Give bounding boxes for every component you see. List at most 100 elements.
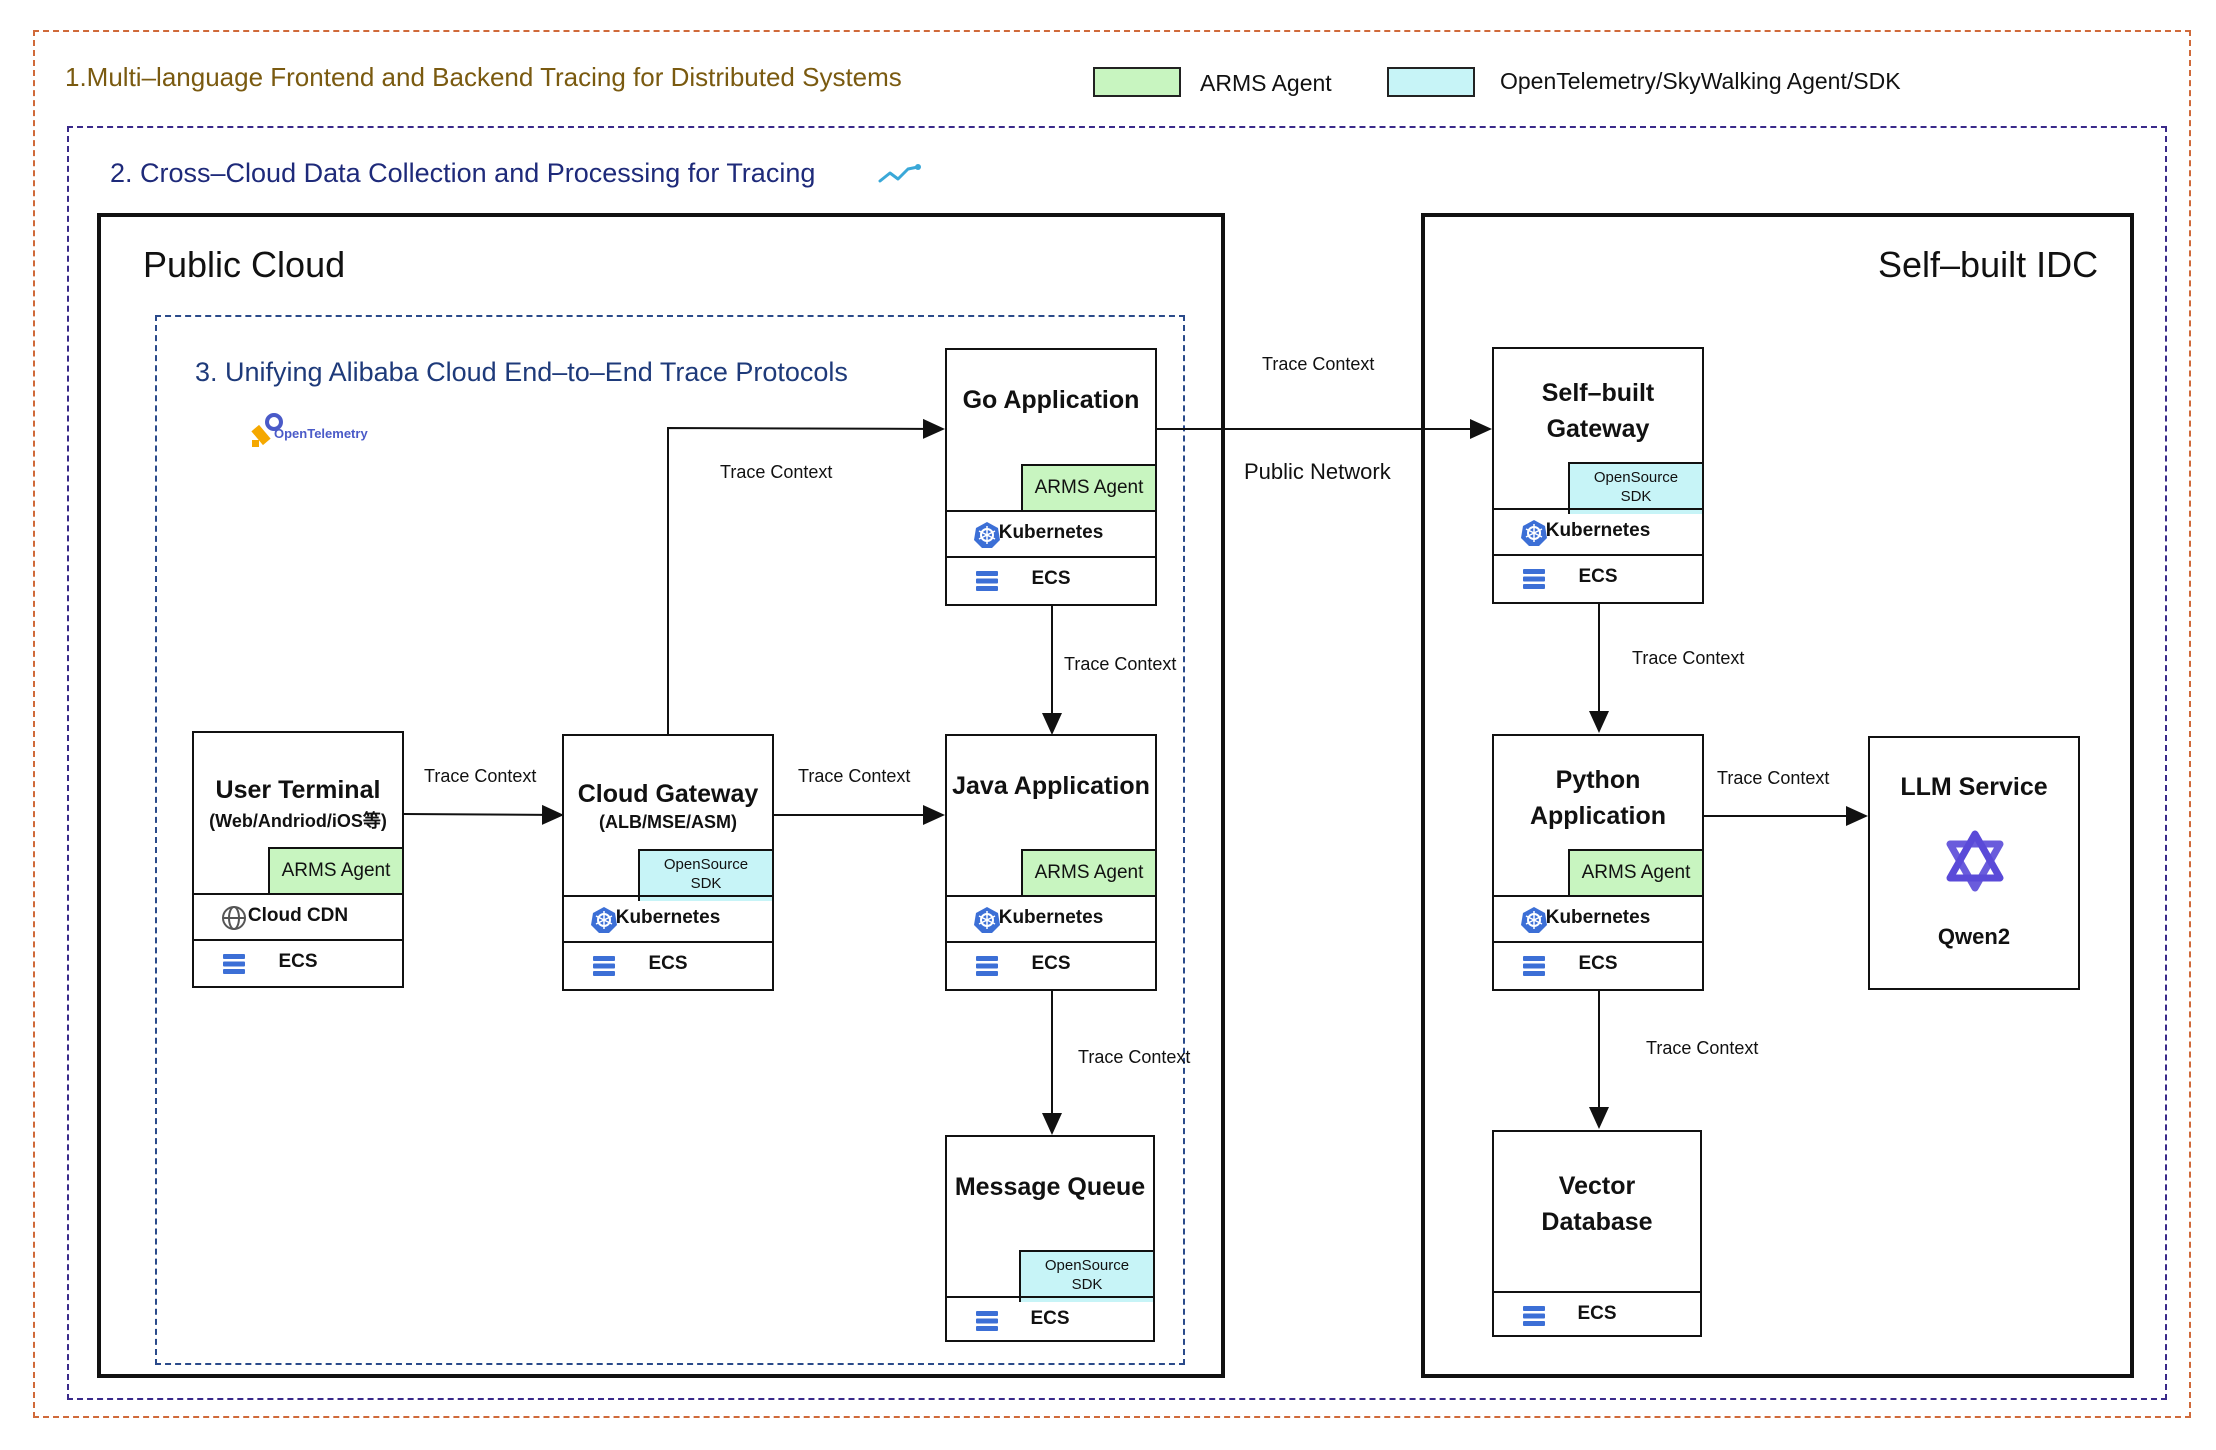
legend-otel-swatch: [1387, 67, 1475, 97]
ecs-label: ECS: [1031, 568, 1071, 589]
server-icon: [976, 1311, 998, 1331]
label-selfgateway-python: Trace Context: [1632, 648, 1745, 668]
ecs-label: ECS: [1577, 1303, 1617, 1324]
ecs-label: ECS: [278, 951, 318, 972]
go-application-title: Go Application: [962, 386, 1140, 414]
legend-arms-label: ARMS Agent: [1200, 70, 1332, 96]
title-unifying: 3. Unifying Alibaba Cloud End–to–End Tra…: [195, 357, 848, 387]
llm-service-title: LLM Service: [1900, 773, 2048, 801]
arms-agent-badge: ARMS Agent: [268, 847, 402, 895]
ecs-row: ECS: [947, 556, 1155, 604]
user-terminal-title: User Terminal: [215, 776, 381, 804]
trend-icon: [878, 164, 921, 183]
legend-otel-label: OpenTelemetry/SkyWalking Agent/SDK: [1500, 68, 1901, 94]
ecs-row: ECS: [947, 1296, 1153, 1344]
kubernetes-row: Kubernetes: [1494, 508, 1702, 556]
public-cloud-title: Public Cloud: [143, 244, 346, 285]
ecs-row: ECS: [1494, 554, 1702, 602]
cloud-gateway-title: Cloud Gateway: [577, 780, 759, 808]
kubernetes-icon: [591, 907, 617, 933]
kubernetes-row: Kubernetes: [1494, 895, 1702, 943]
vector-database-title-1: Vector: [1558, 1172, 1636, 1200]
kubernetes-label: Kubernetes: [998, 522, 1104, 543]
cloud-cdn-label: Cloud CDN: [247, 905, 349, 926]
cloud-gateway-subtitle: (ALB/MSE/ASM): [599, 812, 737, 832]
label-user-gateway: Trace Context: [424, 766, 537, 786]
edge-gateway-go: [667, 418, 945, 736]
globe-icon: [222, 906, 246, 930]
outer-frame: [33, 30, 2191, 1418]
python-application-node: Python Application ARMS Agent Kubernetes…: [1492, 734, 1704, 991]
self-built-idc-region: [1421, 213, 2134, 1378]
kubernetes-label: Kubernetes: [998, 907, 1104, 928]
kubernetes-label: Kubernetes: [615, 907, 721, 928]
ecs-label: ECS: [1578, 566, 1618, 587]
kubernetes-label: Kubernetes: [1545, 520, 1651, 541]
legend-arms-swatch: [1093, 67, 1181, 97]
self-built-gateway-title-1: Self–built: [1541, 379, 1655, 407]
user-terminal-subtitle: (Web/Andriod/iOS等): [209, 811, 387, 831]
arms-agent-badge: ARMS Agent: [1021, 464, 1155, 512]
qwen2-label: Qwen2: [1937, 924, 2011, 949]
label-gateway-java: Trace Context: [798, 766, 911, 786]
ecs-row: ECS: [1494, 941, 1702, 989]
kubernetes-icon: [974, 522, 1000, 548]
ecs-row: ECS: [947, 941, 1155, 989]
python-application-title-2: Application: [1529, 802, 1667, 830]
kubernetes-icon: [1521, 520, 1547, 546]
arms-agent-badge: ARMS Agent: [1021, 849, 1155, 897]
ecs-label: ECS: [1030, 1308, 1070, 1329]
label-go-selfgateway: Trace Context: [1262, 354, 1375, 374]
ecs-label: ECS: [1031, 953, 1071, 974]
title-cross-cloud: 2. Cross–Cloud Data Collection and Proce…: [110, 158, 816, 188]
kubernetes-label: Kubernetes: [1545, 907, 1651, 928]
label-python-vdb: Trace Context: [1646, 1038, 1759, 1058]
vector-database-title-2: Database: [1541, 1208, 1653, 1236]
cross-cloud-frame: [67, 126, 2167, 1400]
llm-service-node: LLM Service Qwen2: [1868, 736, 2080, 990]
server-icon: [223, 954, 245, 974]
server-icon: [1523, 956, 1545, 976]
kubernetes-icon: [974, 907, 1000, 933]
self-built-idc-title: Self–built IDC: [1878, 244, 2099, 285]
ecs-row: ECS: [564, 941, 772, 989]
label-python-llm: Trace Context: [1717, 768, 1830, 788]
kubernetes-icon: [1521, 907, 1547, 933]
label-public-network: Public Network: [1244, 459, 1391, 484]
vector-database-node: Vector Database ECS: [1492, 1130, 1702, 1337]
self-built-gateway-title-2: Gateway: [1546, 415, 1650, 443]
title-multilanguage: 1.Multi–language Frontend and Backend Tr…: [65, 62, 902, 92]
java-application-node: Java Application ARMS Agent Kubernetes E…: [945, 734, 1157, 991]
go-application-node: Go Application ARMS Agent Kubernetes ECS: [945, 348, 1157, 606]
ecs-row: ECS: [1494, 1291, 1700, 1339]
kubernetes-row: Kubernetes: [947, 895, 1155, 943]
arms-agent-badge: ARMS Agent: [1568, 849, 1702, 897]
label-gateway-go: Trace Context: [720, 462, 833, 482]
server-icon: [1523, 569, 1545, 589]
label-go-java: Trace Context: [1064, 654, 1177, 674]
ecs-label: ECS: [1578, 953, 1618, 974]
edge-user-gateway: [403, 804, 564, 825]
python-application-title-1: Python: [1555, 766, 1641, 794]
kubernetes-row: Kubernetes: [947, 510, 1155, 558]
cloud-cdn-row: Cloud CDN: [194, 893, 402, 941]
user-terminal-node: User Terminal (Web/Andriod/iOS等) ARMS Ag…: [192, 731, 404, 988]
alibaba-trace-frame: [155, 315, 1185, 1365]
opentelemetry-logo: OpenTelemetry: [250, 408, 390, 452]
public-cloud-region: [97, 213, 1225, 1378]
ecs-row: ECS: [194, 939, 402, 987]
label-java-mq: Trace Context: [1078, 1047, 1191, 1067]
kubernetes-row: Kubernetes: [564, 895, 772, 943]
message-queue-title: Message Queue: [954, 1173, 1146, 1201]
server-icon: [976, 571, 998, 591]
server-icon: [593, 956, 615, 976]
java-application-title: Java Application: [952, 772, 1150, 800]
server-icon: [1523, 1306, 1545, 1326]
